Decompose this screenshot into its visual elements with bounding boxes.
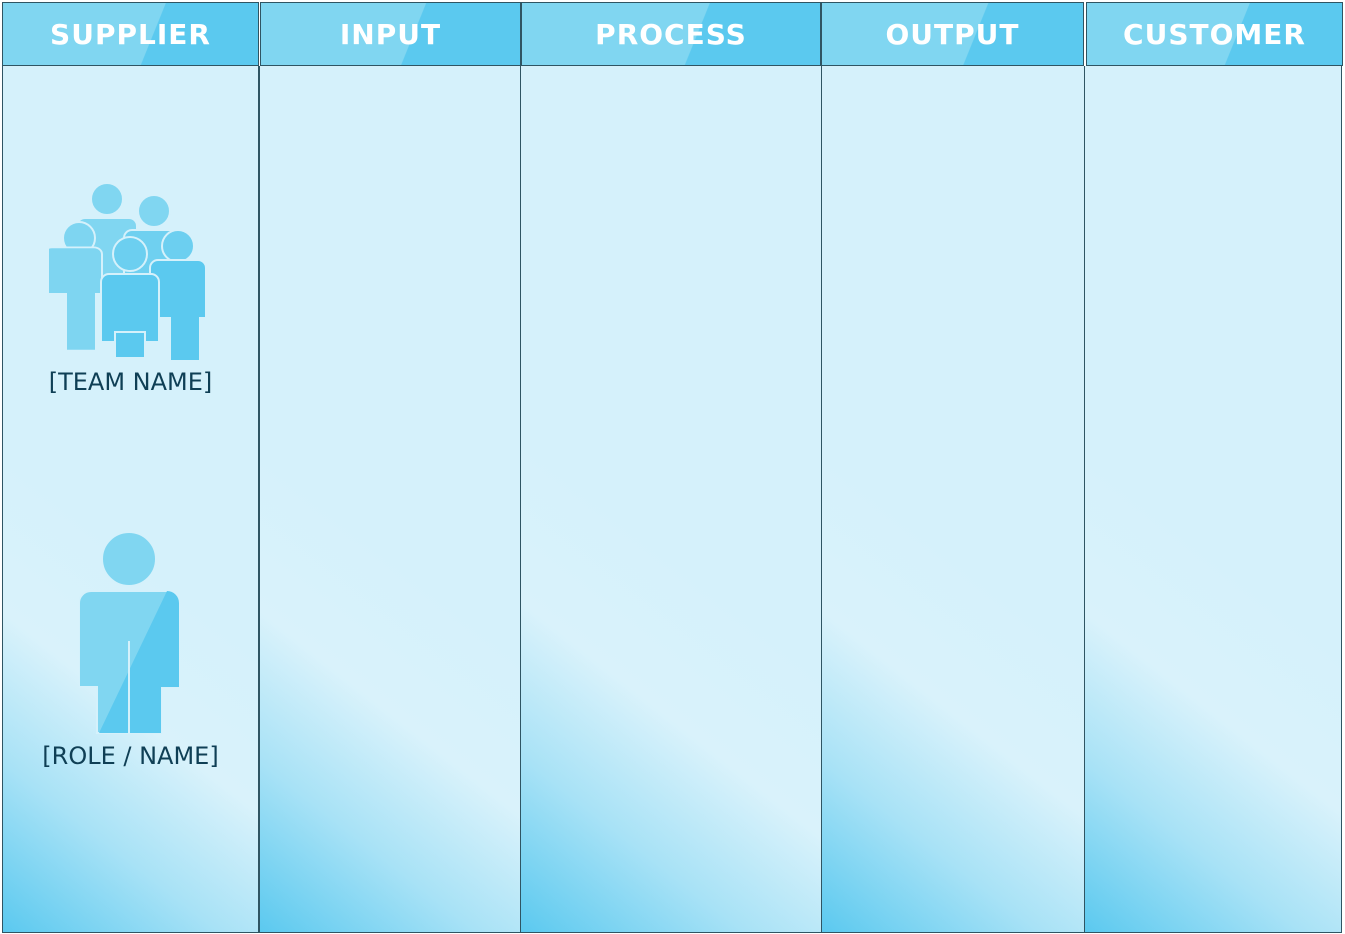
process-column: PROCESS [520, 0, 822, 934]
process-header-label: PROCESS [595, 17, 747, 51]
customer-header: CUSTOMER [1086, 2, 1343, 66]
supplier-header: SUPPLIER [2, 2, 259, 66]
process-header: PROCESS [521, 2, 821, 66]
input-body [259, 66, 521, 933]
customer-column: CUSTOMER [1084, 0, 1343, 934]
output-body [821, 66, 1085, 933]
supplier-body: [TEAM NAME] [ROLE / NAME] [2, 66, 259, 933]
process-body [520, 66, 822, 933]
output-column: OUTPUT [821, 0, 1085, 934]
output-header-label: OUTPUT [885, 17, 1020, 51]
role-name-label: [ROLE / NAME] [42, 742, 219, 770]
person-icon [79, 531, 179, 734]
input-column: INPUT [259, 0, 521, 934]
supplier-column: SUPPLIER [TEAM NA [2, 0, 259, 934]
input-header: INPUT [260, 2, 521, 66]
team-icon [49, 182, 207, 360]
output-header: OUTPUT [821, 2, 1084, 66]
team-name-label: [TEAM NAME] [48, 368, 213, 396]
customer-body [1084, 66, 1342, 933]
supplier-header-label: SUPPLIER [50, 17, 211, 51]
customer-header-label: CUSTOMER [1123, 17, 1306, 51]
input-header-label: INPUT [339, 17, 442, 51]
